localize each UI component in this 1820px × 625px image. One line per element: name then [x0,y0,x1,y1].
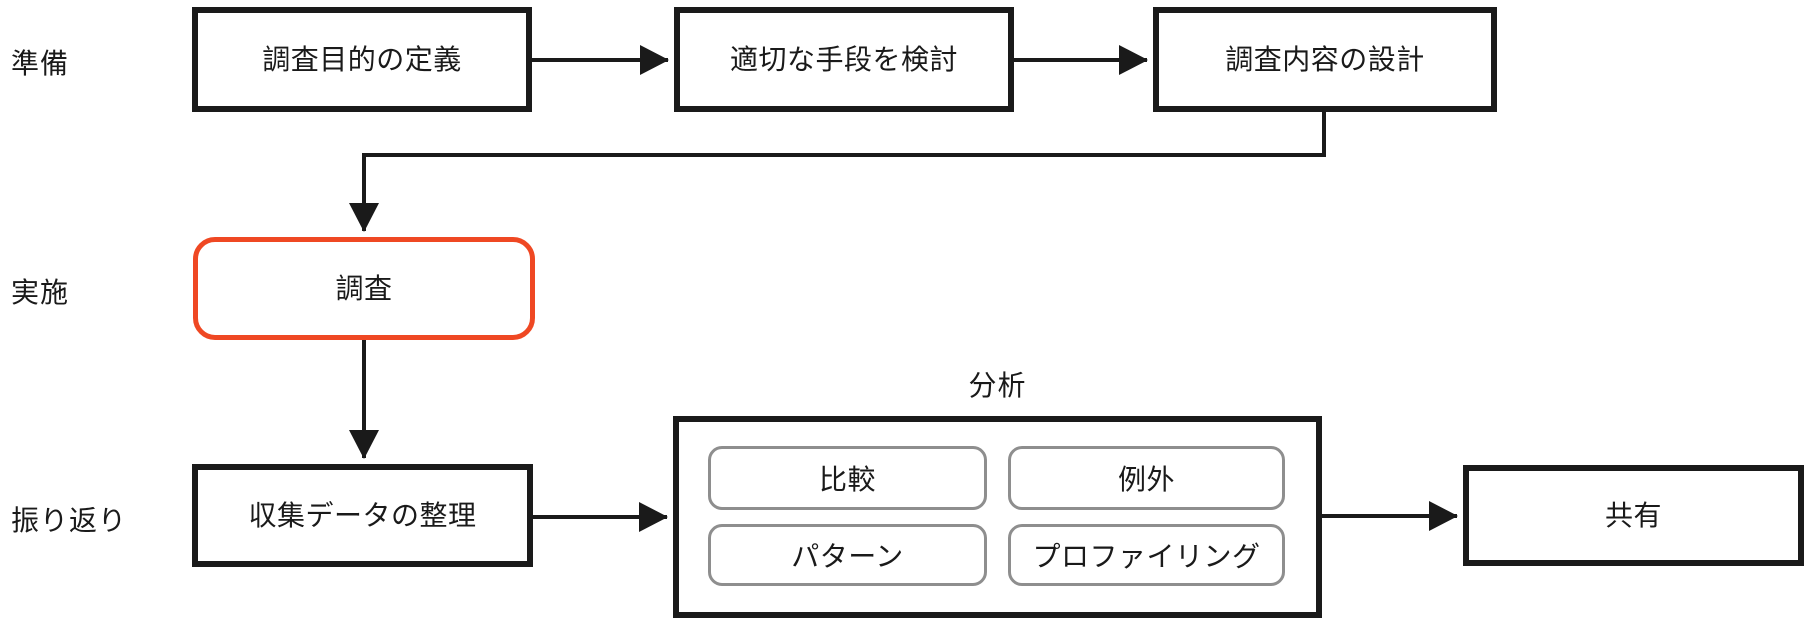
connector-design-to-survey-elbow-arrow [349,112,1326,232]
row-label-preparation: 準備 [11,48,70,79]
row-label-reflection: 振り返り [11,505,128,536]
node-organize-data[interactable]: 収集データの整理 [192,464,533,567]
subnode-compare[interactable]: 比較 [708,446,987,510]
analysis-group-title: 分析 [968,370,1027,401]
node-define-purpose[interactable]: 調査目的の定義 [192,7,532,112]
subnode-profiling[interactable]: プロファイリング [1008,524,1285,586]
node-share[interactable]: 共有 [1463,465,1804,566]
node-consider-method[interactable]: 適切な手段を検討 [674,7,1014,112]
node-design-content[interactable]: 調査内容の設計 [1153,7,1497,112]
node-survey-highlighted[interactable]: 調査 [193,237,535,340]
subnode-exception[interactable]: 例外 [1008,446,1285,510]
subnode-pattern[interactable]: パターン [708,524,987,586]
row-label-implementation: 実施 [11,277,70,308]
